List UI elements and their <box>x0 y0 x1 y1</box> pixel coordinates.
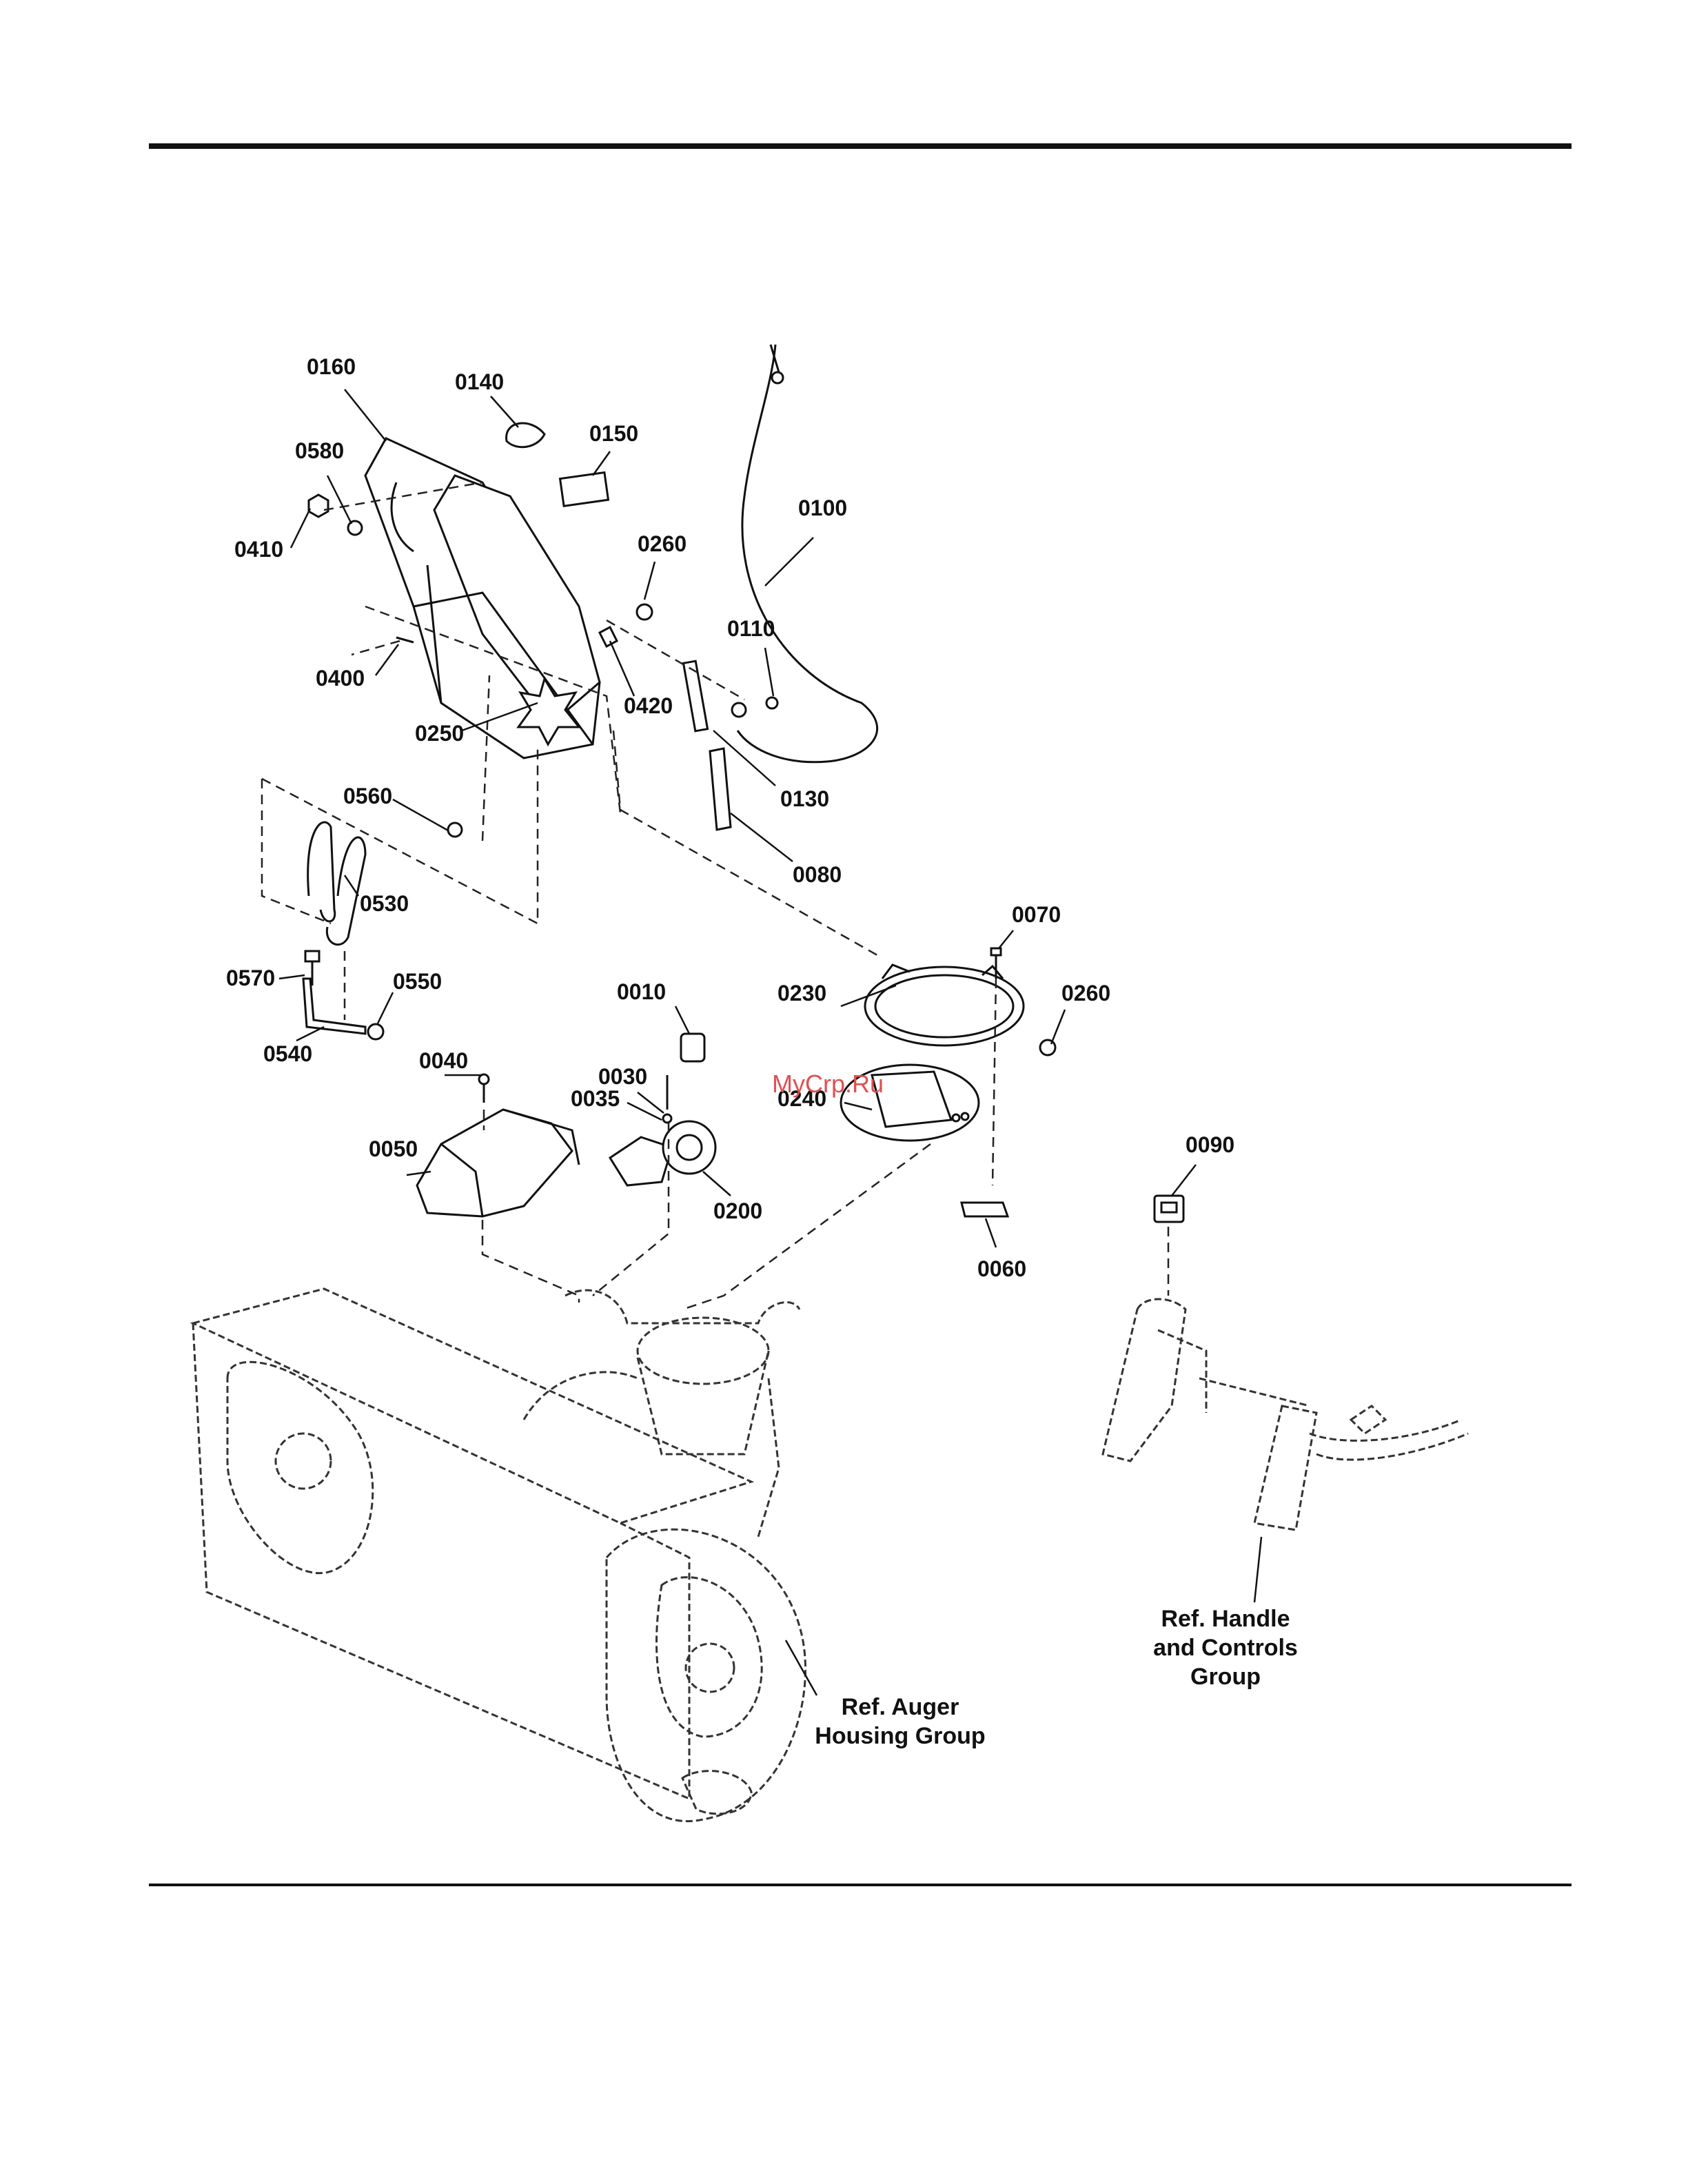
ref-handle-line1: Ref. Handle <box>1161 1606 1290 1632</box>
callout-0410: 0410 <box>234 537 283 562</box>
callout-0010: 0010 <box>617 979 666 1004</box>
callout-0110: 0110 <box>727 616 775 641</box>
ref-handle-line3: Group <box>1190 1664 1261 1690</box>
ref-handle-line2: and Controls <box>1153 1635 1298 1661</box>
switch-part <box>1155 1196 1183 1222</box>
callout-0090: 0090 <box>1186 1132 1234 1157</box>
ref-auger-line2: Housing Group <box>815 1723 985 1749</box>
control-cable-part <box>738 345 877 762</box>
ring-gear-part <box>865 965 1024 1045</box>
callout-0140: 0140 <box>455 369 504 394</box>
watermark: MyCrp.Ru <box>772 1070 884 1098</box>
hardware-mid <box>600 604 652 646</box>
callout-0560: 0560 <box>343 784 392 808</box>
callout-0570: 0570 <box>226 966 275 990</box>
ref-auger-line1: Ref. Auger <box>842 1694 959 1720</box>
callout-0420: 0420 <box>624 693 673 718</box>
pinion-gear-part <box>681 1034 704 1061</box>
motor-part <box>610 1121 715 1185</box>
callout-0200: 0200 <box>713 1198 762 1223</box>
callout-0260-lower: 0260 <box>1061 981 1110 1006</box>
auger-housing-ghost <box>193 1289 806 1821</box>
callout-0250: 0250 <box>415 721 464 746</box>
screw-0030 <box>663 1075 671 1123</box>
callout-0060: 0060 <box>977 1256 1026 1281</box>
callout-0100: 0100 <box>798 496 847 520</box>
callout-0050: 0050 <box>369 1136 418 1161</box>
cap-part <box>507 423 545 447</box>
callout-0550: 0550 <box>393 969 442 994</box>
nut-0550 <box>368 1024 383 1039</box>
callout-0260-upper: 0260 <box>638 531 687 556</box>
callout-0130: 0130 <box>780 786 829 811</box>
callout-0230: 0230 <box>777 981 826 1006</box>
callout-0150: 0150 <box>589 421 638 446</box>
callout-0530: 0530 <box>360 891 409 916</box>
nut-0260b <box>1040 1040 1055 1055</box>
callout-0080: 0080 <box>793 862 842 887</box>
callout-0035: 0035 <box>571 1086 620 1111</box>
screw-0040 <box>479 1074 489 1103</box>
callout-0540: 0540 <box>263 1041 312 1066</box>
handle-controls-ghost <box>1103 1299 1468 1530</box>
callout-0040: 0040 <box>419 1048 468 1073</box>
callout-0070: 0070 <box>1012 902 1061 927</box>
rod-part <box>710 748 731 830</box>
callout-0160: 0160 <box>307 354 356 379</box>
label-plate-part <box>560 473 609 507</box>
reference-labels: Ref. Auger Housing Group Ref. Handle and… <box>815 1606 1298 1749</box>
gear-cover-part <box>417 1110 579 1216</box>
nut-0560 <box>448 823 462 837</box>
callout-0400: 0400 <box>316 666 365 691</box>
callout-0030: 0030 <box>598 1064 647 1089</box>
callout-0580: 0580 <box>295 438 344 463</box>
bracket-part <box>303 979 365 1034</box>
spring-part <box>308 822 365 945</box>
clip-0060 <box>962 1203 1008 1216</box>
